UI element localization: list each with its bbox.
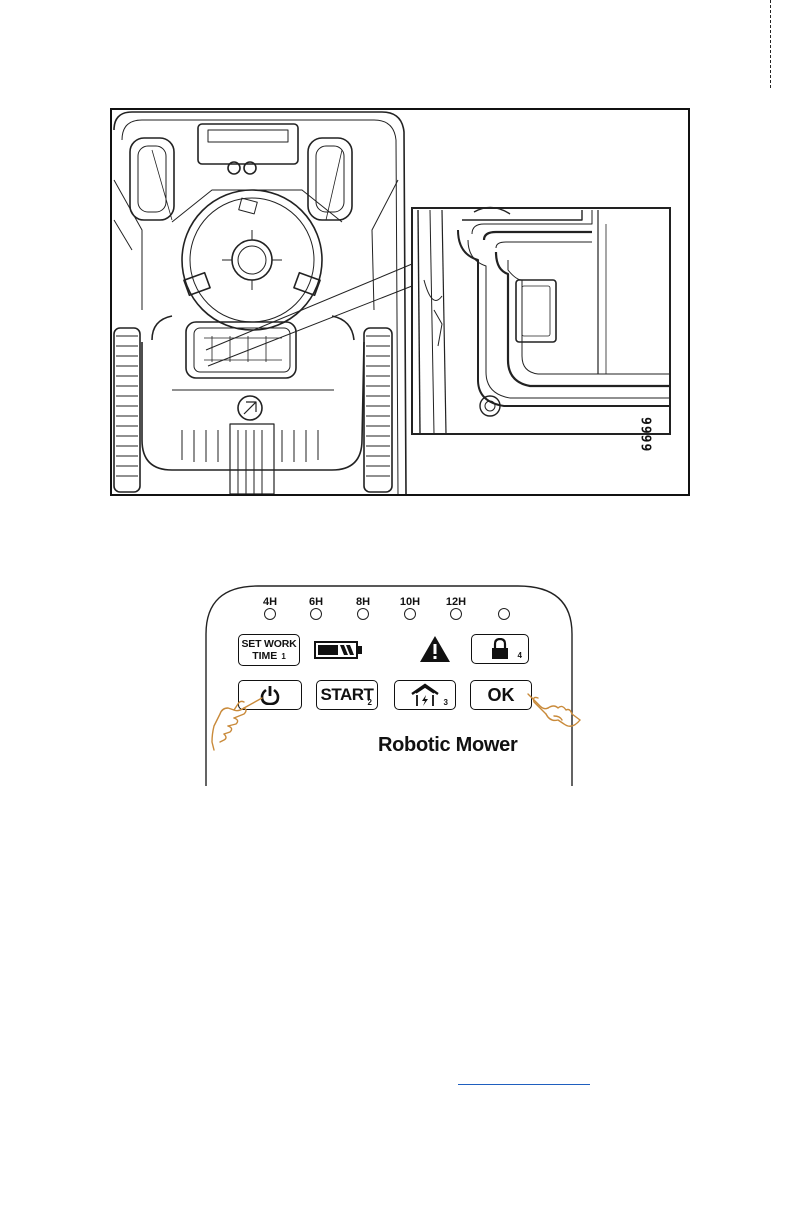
led-label-6h: 6H [296,596,336,608]
led-6h [310,608,322,620]
home-button[interactable]: 3 [394,680,456,710]
home-number: 3 [444,698,448,707]
pointing-hand-icon [208,694,264,752]
set-work-time-line1: SET WORK [242,638,297,650]
led-4h [264,608,276,620]
lock-number: 4 [518,651,522,660]
ok-label: OK [488,685,515,706]
set-work-time-line2: TIME 1 [252,650,286,663]
battery-icon [314,641,364,659]
brand-label: Robotic Mower [378,734,517,757]
control-panel: 4H 6H 8H 10H 12H SET WORK TIME 1 4 [198,584,574,786]
serial-code-label: 9999 [626,410,664,460]
start-number: 2 [368,698,372,707]
ok-button[interactable]: OK [470,680,532,710]
fold-line [770,0,771,88]
mower-underside-figure: 9999 [110,108,690,496]
lock-icon [490,638,510,660]
led-10h [404,608,416,620]
home-charge-icon [410,683,440,707]
warning-icon [418,634,452,664]
set-work-time-word: TIME [252,650,277,662]
link-underline[interactable] [458,1084,590,1085]
start-label: START [321,685,374,705]
led-12h [450,608,462,620]
led-status [498,608,510,620]
led-label-10h: 10H [390,596,430,608]
led-label-4h: 4H [250,596,290,608]
set-work-time-number: 1 [281,652,285,661]
pointing-hand-icon [524,692,582,736]
set-work-time-button[interactable]: SET WORK TIME 1 [238,634,300,666]
led-label-8h: 8H [343,596,383,608]
start-button[interactable]: START 2 [316,680,378,710]
led-label-12h: 12H [436,596,476,608]
led-8h [357,608,369,620]
lock-button[interactable]: 4 [471,634,529,664]
